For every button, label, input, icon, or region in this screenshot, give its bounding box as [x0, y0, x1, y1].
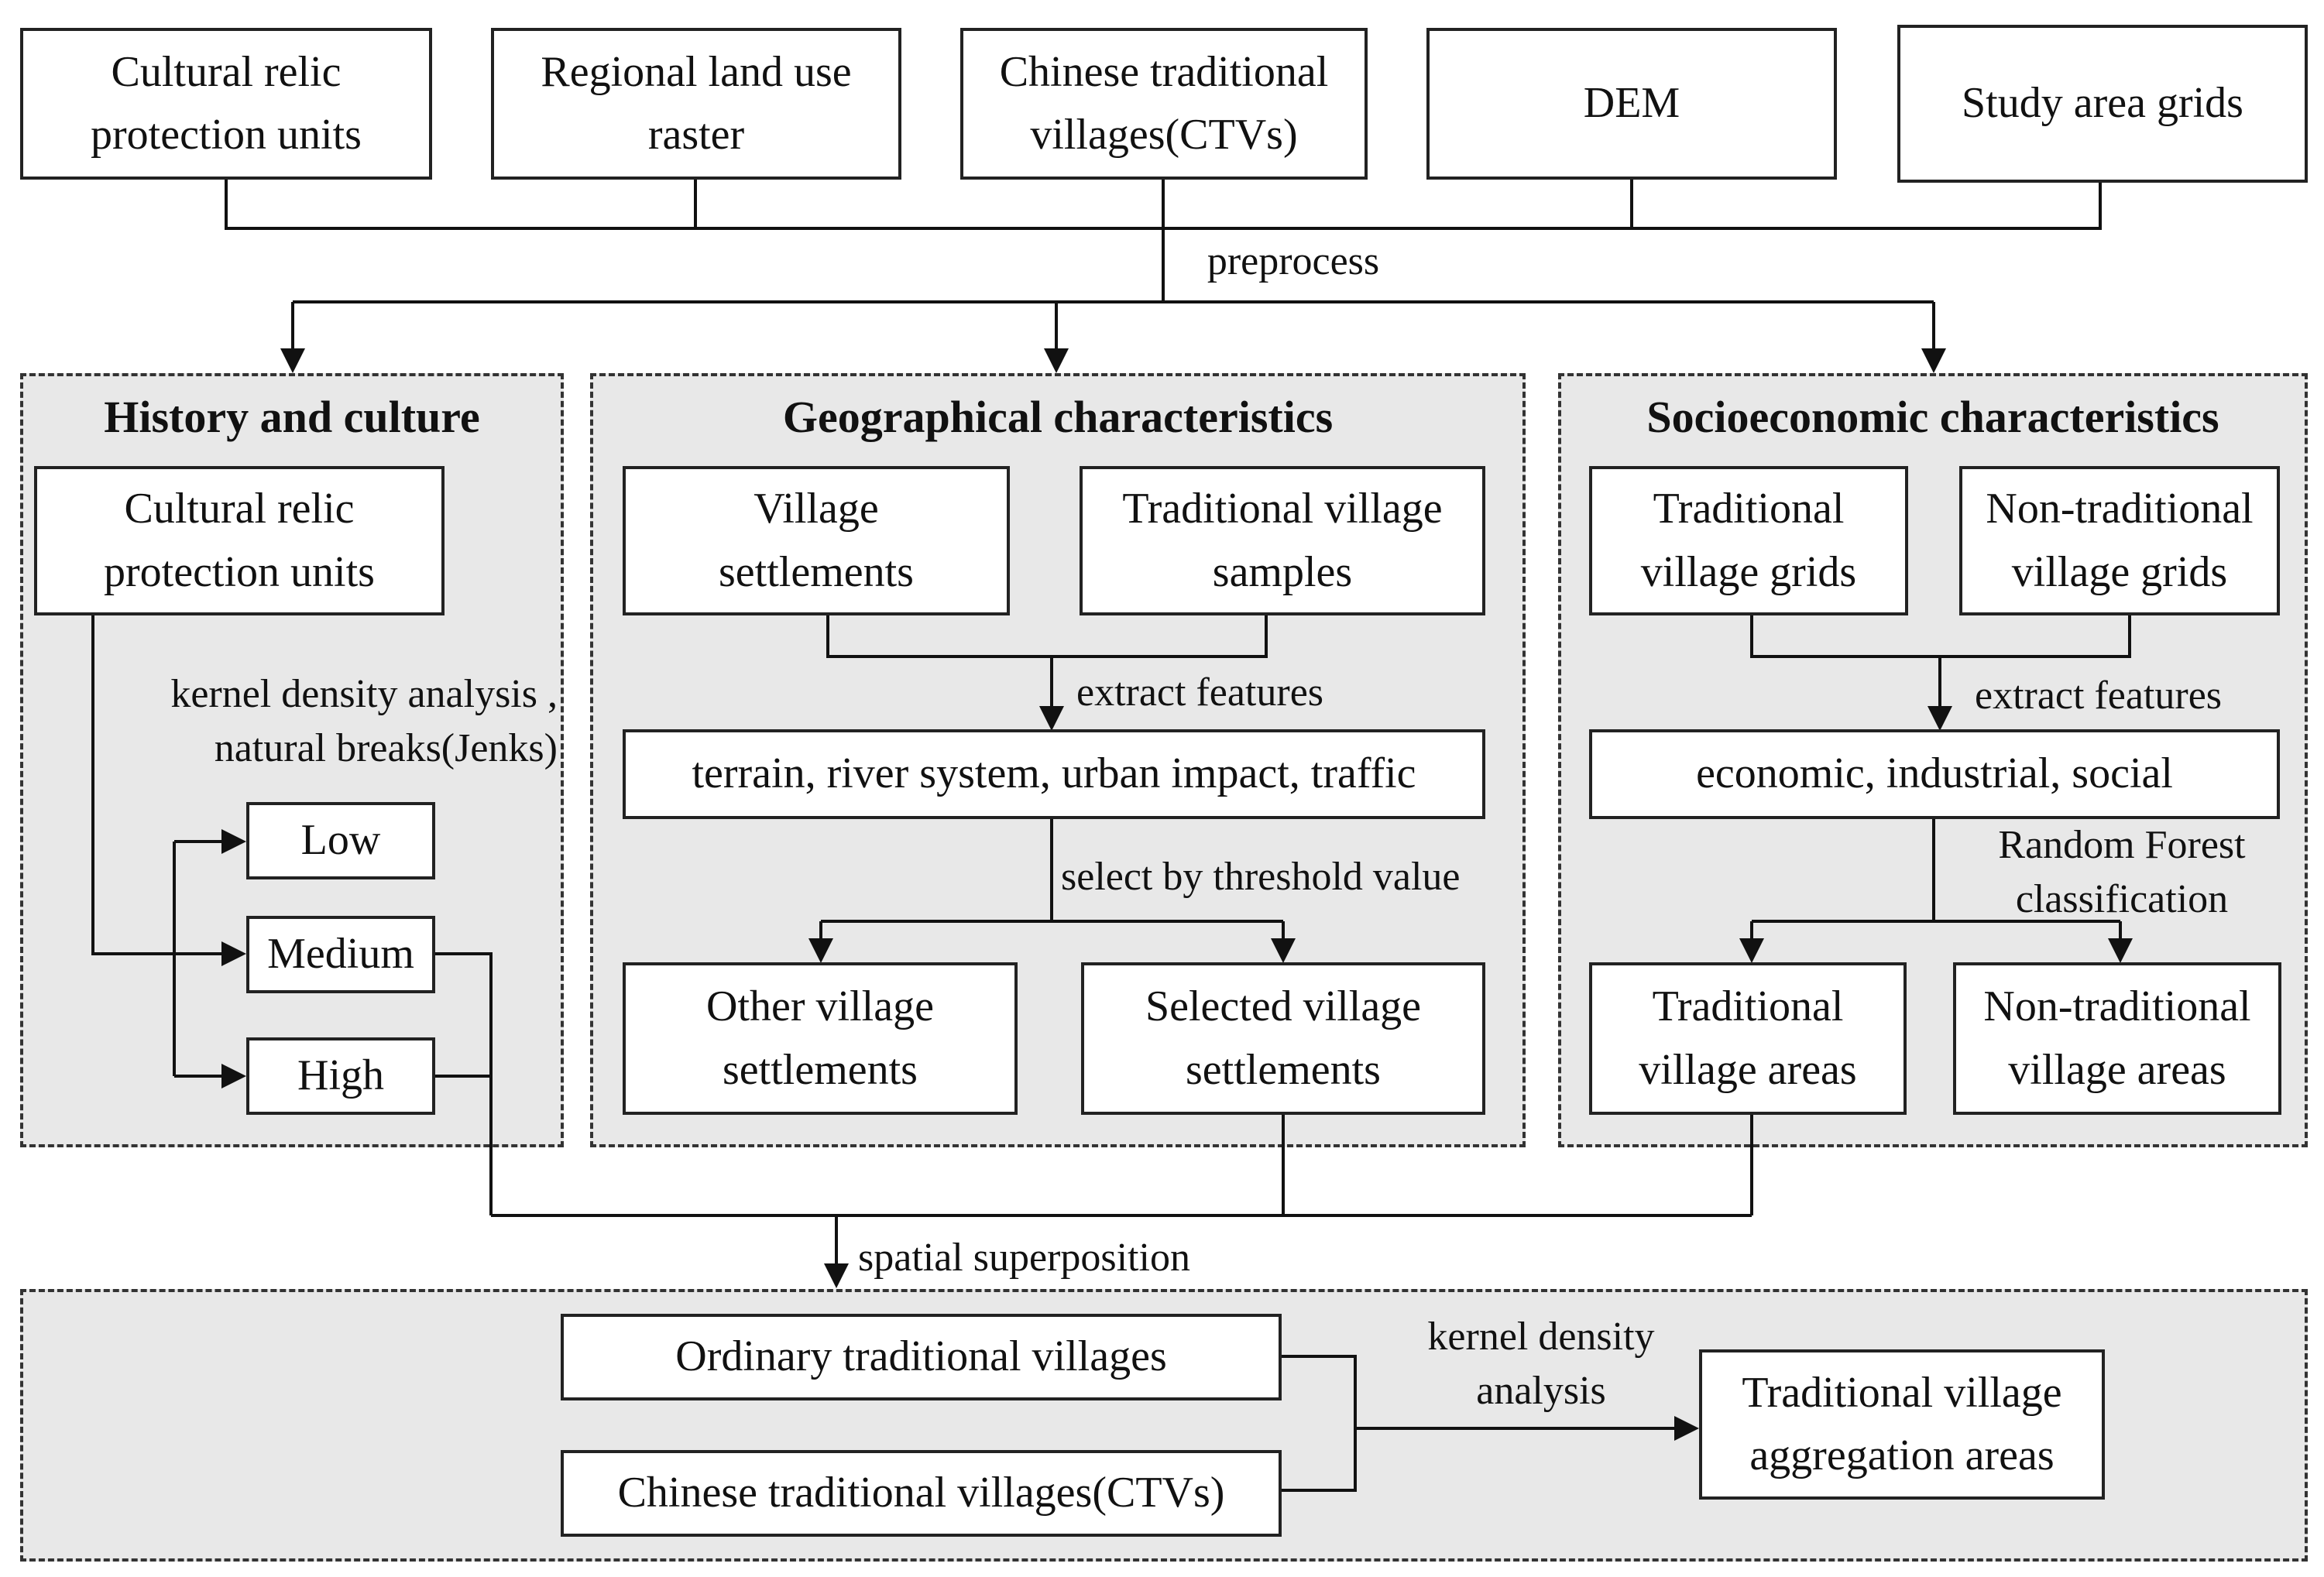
input-cultural-relic-box: Cultural relic protection units	[20, 28, 432, 180]
socio-features-box: economic, industrial, social	[1589, 729, 2280, 819]
tv-areas-box: Traditional village areas	[1589, 962, 1907, 1115]
selected-settlements-box: Selected village settlements	[1081, 962, 1485, 1115]
geo-features-box: terrain, river system, urban impact, tra…	[623, 729, 1485, 819]
medium-out-line	[435, 952, 493, 1215]
geo-merge-line	[826, 615, 1268, 658]
random-forest-label: Random Forest classification	[1998, 823, 2246, 922]
socio-title: Socioeconomic characteristics	[1646, 392, 2219, 442]
final-merge-line	[1282, 1355, 1357, 1492]
ntv-areas-box: Non-traditional village areas	[1953, 962, 2281, 1115]
spatial-superposition-label: spatial superposition	[858, 1236, 1190, 1280]
tv-samples-box: Traditional village samples	[1080, 466, 1485, 615]
level-medium-box: Medium	[246, 916, 435, 993]
threshold-label: select by threshold value	[1061, 855, 1461, 899]
input-ctvs-box: Chinese traditional villages(CTVs)	[960, 28, 1368, 180]
history-relic-box: Cultural relic protection units	[34, 466, 445, 615]
history-title: History and culture	[104, 392, 480, 442]
extract-socio-label: extract features	[1975, 674, 2223, 718]
input-land-use-box: Regional land use raster	[491, 28, 901, 180]
input-dem-box: DEM	[1426, 28, 1837, 180]
other-settlements-box: Other village settlements	[623, 962, 1018, 1115]
geo-title: Geographical characteristics	[782, 392, 1334, 442]
socio-merge-line	[1750, 615, 2131, 658]
preprocess-label: preprocess	[1207, 239, 1380, 283]
village-settlements-box: Village settlements	[623, 466, 1010, 615]
level-low-box: Low	[246, 802, 435, 879]
extract-geo-label: extract features	[1076, 670, 1324, 715]
tv-grids-box: Traditional village grids	[1589, 466, 1908, 615]
ntv-grids-box: Non-traditional village grids	[1959, 466, 2280, 615]
kernel-jenks-label: kernel density analysis , natural breaks…	[170, 672, 558, 771]
input-grids-box: Study area grids	[1897, 25, 2308, 183]
aggregation-box: Traditional village aggregation areas	[1699, 1349, 2105, 1500]
kernel-final-label: kernel density analysis	[1427, 1315, 1655, 1414]
final-ctvs-box: Chinese traditional villages(CTVs)	[561, 1450, 1282, 1537]
ordinary-tv-box: Ordinary traditional villages	[561, 1314, 1282, 1400]
arrow-to-medium	[91, 615, 246, 966]
level-high-box: High	[246, 1037, 435, 1115]
